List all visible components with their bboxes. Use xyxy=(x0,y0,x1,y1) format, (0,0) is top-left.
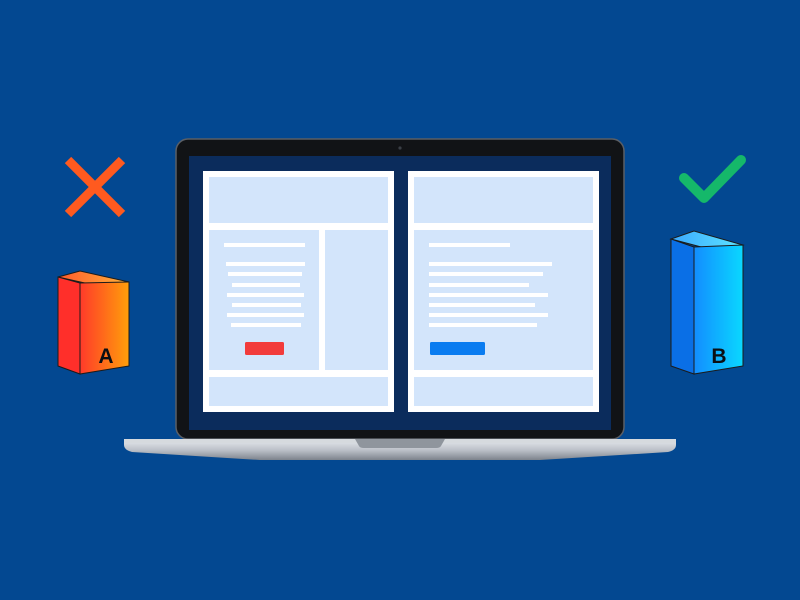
a-footer-block xyxy=(209,377,388,406)
a-sidebar-block xyxy=(325,230,388,370)
b-text-lines xyxy=(429,243,552,327)
a-text-lines xyxy=(224,243,305,327)
b-header-block xyxy=(414,177,593,223)
b-footer-block xyxy=(414,377,593,406)
check-icon xyxy=(679,155,746,203)
laptop-notch xyxy=(355,439,445,448)
a-header-block xyxy=(209,177,388,223)
variant-b-page xyxy=(408,171,599,412)
cross-icon xyxy=(64,156,126,218)
laptop-base xyxy=(124,439,676,460)
variant-a-cta-button xyxy=(245,342,284,355)
variant-b-label: B xyxy=(711,345,726,368)
variant-a-label: A xyxy=(98,345,113,368)
variant-b-cta-button xyxy=(430,342,485,355)
camera-icon xyxy=(398,146,402,150)
variant-b-box: B xyxy=(669,230,745,375)
variant-a-page xyxy=(203,171,394,412)
variant-a-box: A xyxy=(57,270,130,375)
